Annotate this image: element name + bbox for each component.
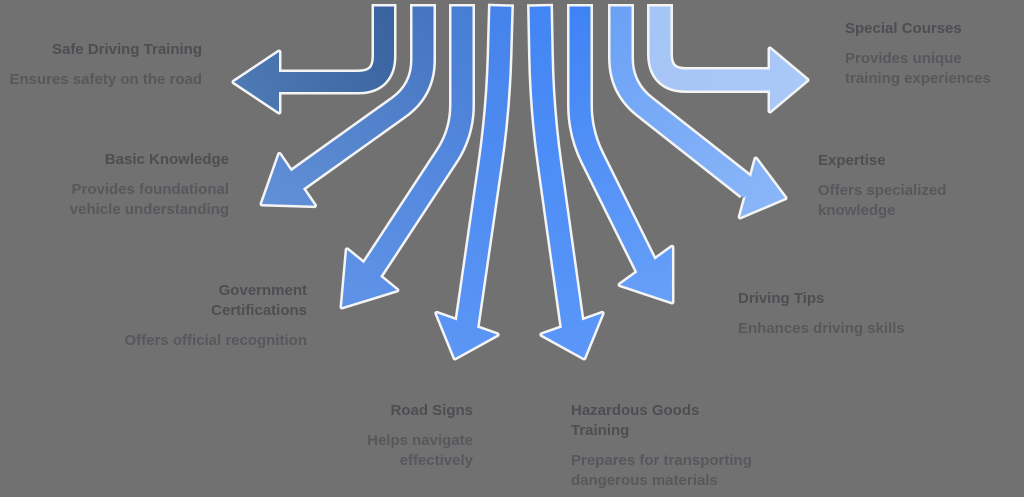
label-title: Special Courses (845, 20, 962, 37)
label-special-courses: Special Courses Provides unique training… (845, 19, 1020, 89)
arrow-road-signs (434, 3, 514, 361)
label-hazardous-goods-training: Hazardous Goods Training Prepares for tr… (571, 401, 753, 491)
label-title: Road Signs (390, 402, 473, 419)
label-desc: Enhances driving skills (738, 320, 905, 337)
label-title: Basic Knowledge (104, 151, 229, 168)
arrow-driving-tips (567, 4, 675, 305)
label-title: Hazardous Goods Training (571, 402, 700, 439)
label-title: Driving Tips (738, 290, 825, 307)
label-desc: Offers official recognition (124, 332, 307, 349)
label-government-certifications: Government Certifications Offers officia… (123, 281, 307, 351)
label-desc: Helps navigate effectively (367, 432, 473, 469)
label-driving-tips: Driving Tips Enhances driving skills (738, 289, 918, 339)
arrow-safe-driving (231, 4, 397, 115)
arrow-basic-knowledge (259, 4, 436, 209)
arrow-hazardous-goods (527, 3, 605, 361)
arrow-special-courses (647, 4, 810, 114)
arrow-government-certifications (339, 4, 475, 310)
label-desc: Provides foundational vehicle understand… (69, 181, 229, 218)
label-title: Expertise (818, 152, 886, 169)
label-safe-driving-training: Safe Driving Training Ensures safety on … (4, 40, 202, 90)
label-title: Government Certifications (211, 282, 307, 319)
label-basic-knowledge: Basic Knowledge Provides foundational ve… (49, 150, 229, 220)
label-desc: Prepares for transporting dangerous mate… (571, 452, 752, 489)
label-desc: Offers specialized knowledge (818, 182, 947, 219)
label-title: Safe Driving Training (51, 41, 202, 58)
label-desc: Provides unique training experiences (845, 50, 991, 87)
arrow-expertise (608, 4, 788, 220)
label-desc: Ensures safety on the road (9, 71, 202, 88)
label-expertise: Expertise Offers specialized knowledge (818, 151, 958, 221)
label-road-signs: Road Signs Helps navigate effectively (291, 401, 473, 471)
